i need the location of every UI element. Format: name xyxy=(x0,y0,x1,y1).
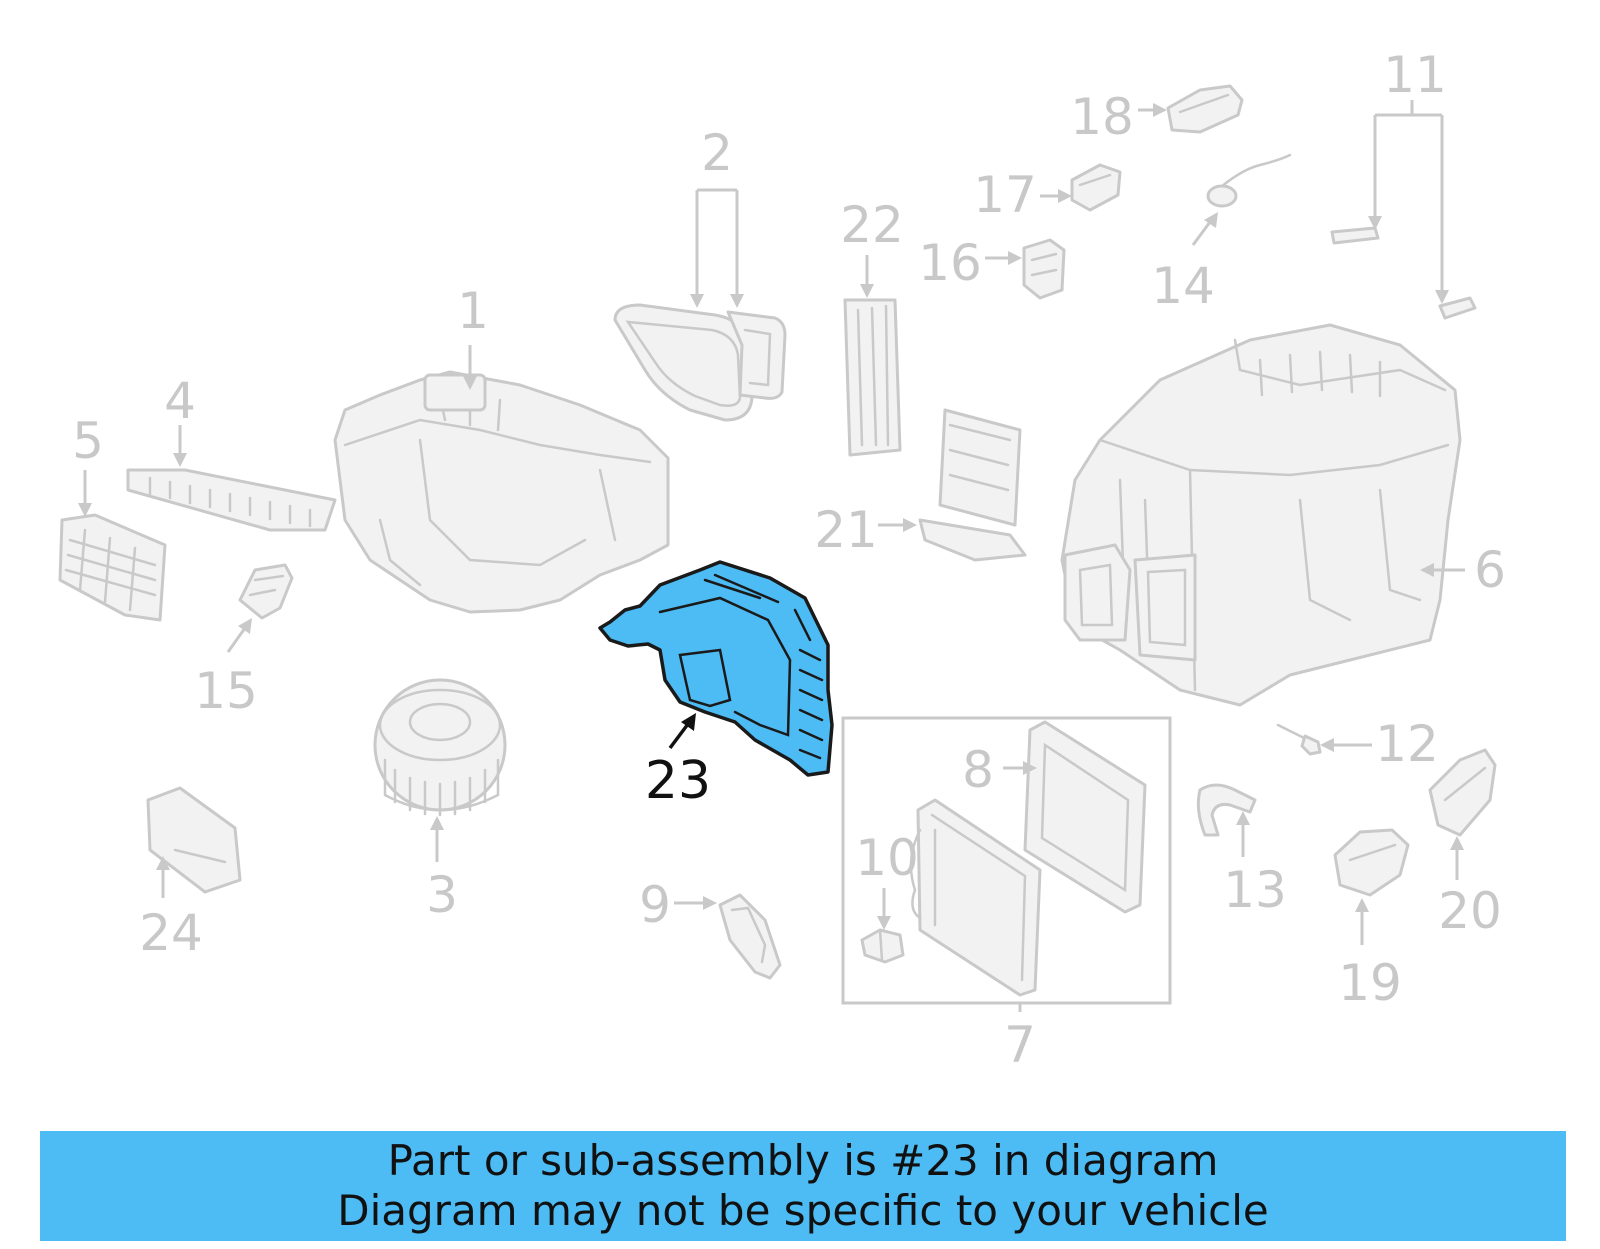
callout-2[interactable]: 2 xyxy=(701,124,733,182)
part-22-filter-panel[interactable] xyxy=(843,298,902,457)
callout-15[interactable]: 15 xyxy=(194,662,258,720)
callout-23[interactable]: 23 xyxy=(645,751,711,811)
callout-11[interactable]: 11 xyxy=(1383,46,1447,104)
callout-14[interactable]: 14 xyxy=(1151,257,1215,315)
part-23-highlighted-housing[interactable] xyxy=(598,560,834,777)
callout-24[interactable]: 24 xyxy=(139,904,203,962)
part-11-sensors[interactable] xyxy=(1330,226,1477,320)
part-1-blower-housing[interactable] xyxy=(333,370,670,614)
callout-labels: 1 2 3 4 5 6 7 8 9 10 11 12 13 14 15 16 1… xyxy=(72,46,1506,1074)
part-17-actuator[interactable] xyxy=(1070,163,1122,212)
callout-7[interactable]: 7 xyxy=(1004,1016,1036,1074)
callout-17[interactable]: 17 xyxy=(973,166,1037,224)
callout-8[interactable]: 8 xyxy=(962,741,994,799)
banner-line-1: Part or sub-assembly is #23 in diagram xyxy=(387,1136,1219,1185)
banner-line-2: Diagram may not be specific to your vehi… xyxy=(337,1186,1269,1235)
callout-1[interactable]: 1 xyxy=(457,282,489,340)
callout-13[interactable]: 13 xyxy=(1223,861,1287,919)
part-8-heater-core[interactable] xyxy=(1023,720,1147,914)
part-7-evaporator-kit-box xyxy=(841,716,1172,1005)
part-14-cable[interactable] xyxy=(1206,153,1292,208)
callout-5[interactable]: 5 xyxy=(72,412,104,470)
part-2-gasket-seal[interactable] xyxy=(613,303,787,422)
part-21-resistor-module[interactable] xyxy=(918,408,1027,562)
leader-lines xyxy=(78,100,1465,1012)
part-5-filter-grille[interactable] xyxy=(58,513,167,622)
callout-18[interactable]: 18 xyxy=(1070,88,1134,146)
part-9-seal[interactable] xyxy=(718,893,782,980)
callout-12[interactable]: 12 xyxy=(1375,715,1439,773)
part-3-blower-motor[interactable] xyxy=(373,678,507,817)
callout-4[interactable]: 4 xyxy=(164,372,196,430)
callout-19[interactable]: 19 xyxy=(1338,954,1402,1012)
part-6-hvac-unit[interactable] xyxy=(1060,323,1462,707)
part-24-control-module[interactable] xyxy=(146,786,242,894)
callout-21[interactable]: 21 xyxy=(814,501,878,559)
info-banner: Part or sub-assembly is #23 in diagram D… xyxy=(40,1131,1566,1241)
part-20-actuator[interactable] xyxy=(1428,748,1497,837)
part-12-temp-sensor[interactable] xyxy=(1276,723,1322,756)
callout-9[interactable]: 9 xyxy=(639,876,671,934)
part-15-actuator[interactable] xyxy=(238,563,294,620)
callout-6[interactable]: 6 xyxy=(1474,541,1506,599)
part-13-hose[interactable] xyxy=(1196,783,1257,837)
callout-16[interactable]: 16 xyxy=(918,234,982,292)
part-7-evaporator-core[interactable] xyxy=(909,798,1042,997)
callout-3[interactable]: 3 xyxy=(426,866,458,924)
callout-20[interactable]: 20 xyxy=(1438,882,1502,940)
callout-10[interactable]: 10 xyxy=(855,829,919,887)
part-19-actuator[interactable] xyxy=(1333,828,1410,897)
callout-22[interactable]: 22 xyxy=(840,196,904,254)
part-10-valve[interactable] xyxy=(860,928,905,964)
part-16-actuator[interactable] xyxy=(1022,238,1066,300)
part-4-cabin-filter[interactable] xyxy=(126,468,337,532)
part-18-actuator[interactable] xyxy=(1166,84,1244,134)
